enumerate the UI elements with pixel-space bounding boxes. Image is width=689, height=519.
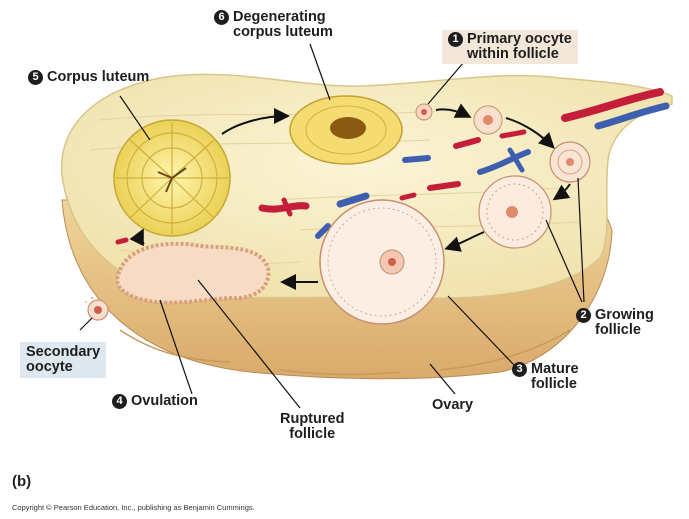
label-text: follicle: [280, 427, 344, 442]
panel-label: (b): [12, 473, 31, 490]
step-number-badge: 1: [448, 32, 463, 47]
vein: [405, 158, 428, 160]
artery: [402, 195, 414, 198]
label-text: Ruptured: [280, 412, 344, 427]
label-secondary-oocyte: Secondary oocyte: [20, 342, 106, 378]
step-number-badge: 5: [28, 70, 43, 85]
label-text: within follicle: [448, 47, 572, 62]
secondary-oocyte: [88, 300, 108, 320]
label-text: Degenerating: [233, 9, 326, 25]
label-ovulation: 4 Ovulation: [112, 394, 198, 409]
artery: [118, 240, 126, 242]
label-text: Primary oocyte: [467, 31, 572, 47]
label-text: Secondary: [26, 345, 100, 360]
label-text: Corpus luteum: [47, 69, 149, 85]
mature-follicle: [320, 200, 444, 324]
label-text: follicle: [576, 323, 654, 338]
artery: [430, 184, 458, 188]
label-degenerating-corpus-luteum: 6 Degenerating corpus luteum: [214, 10, 333, 40]
label-mature-follicle: 3 Mature follicle: [512, 362, 579, 392]
degenerating-corpus-luteum: [290, 96, 402, 164]
label-text: Ovulation: [131, 393, 198, 409]
label-growing-follicle: 2 Growing follicle: [576, 308, 654, 338]
label-corpus-luteum: 5 Corpus luteum: [28, 70, 149, 85]
label-primary-oocyte: 1 Primary oocyte within follicle: [442, 30, 578, 64]
label-ovary: Ovary: [432, 398, 473, 413]
copyright-notice: Copyright © Pearson Education, Inc., pub…: [12, 503, 255, 512]
label-text: follicle: [512, 377, 579, 392]
corpus-luteum: [114, 120, 230, 236]
step-number-badge: 4: [112, 394, 127, 409]
step-number-badge: 3: [512, 362, 527, 377]
label-text: oocyte: [26, 360, 100, 375]
label-text: Growing: [595, 307, 654, 323]
label-text: corpus luteum: [214, 25, 333, 40]
label-text: Mature: [531, 361, 579, 377]
step-number-badge: 6: [214, 10, 229, 25]
label-ruptured-follicle: Ruptured follicle: [280, 412, 344, 442]
step-number-badge: 2: [576, 308, 591, 323]
